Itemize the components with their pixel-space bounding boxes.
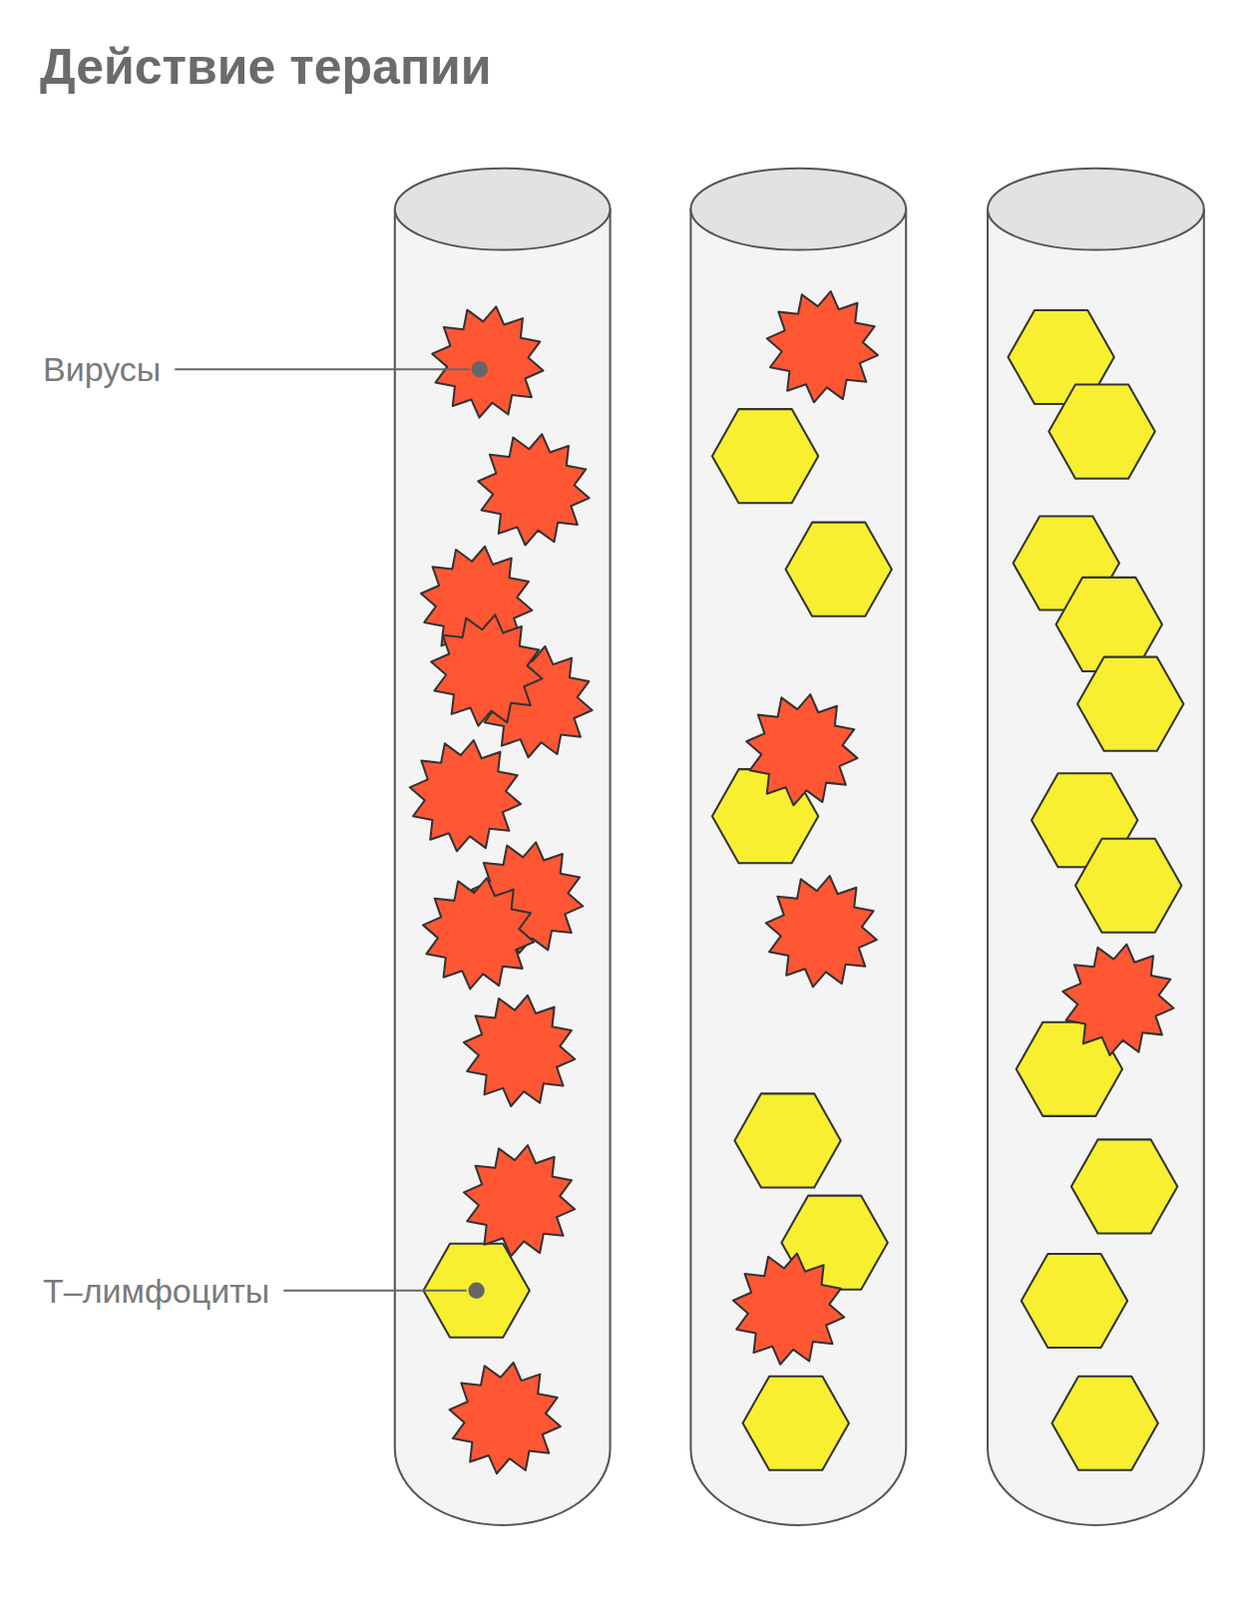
tube-opening xyxy=(395,168,611,251)
t-cell-hexagon xyxy=(1051,1376,1158,1471)
virus-star xyxy=(766,875,877,987)
virus-star xyxy=(463,1145,575,1257)
virus-star xyxy=(422,877,534,989)
callout-label: Вирусы xyxy=(42,349,161,390)
virus-star xyxy=(733,1254,844,1365)
t-cell-hexagon xyxy=(1071,1139,1178,1234)
tubes-group xyxy=(395,168,1205,1526)
virus-star xyxy=(767,291,878,403)
callout-label: Т–лимфоциты xyxy=(42,1270,270,1311)
leader-line xyxy=(174,368,469,371)
test-tube xyxy=(987,209,1205,1526)
pointer-dot xyxy=(467,1282,484,1299)
virus-star xyxy=(746,694,857,806)
virus-star xyxy=(477,433,589,545)
t-cell-hexagon xyxy=(786,522,892,617)
t-cell-hexagon xyxy=(734,1093,840,1188)
t-cell-hexagon xyxy=(1077,657,1184,752)
virus-star xyxy=(449,1362,561,1474)
t-cell-hexagon xyxy=(1021,1254,1128,1348)
virus-star xyxy=(463,995,575,1107)
t-cell-hexagon xyxy=(1075,838,1182,933)
t-cell-hexagon xyxy=(712,409,819,503)
test-tube xyxy=(690,209,906,1526)
tube-opening xyxy=(987,168,1205,251)
pointer-dot xyxy=(471,361,488,378)
leader-line xyxy=(283,1289,466,1292)
t-cell-hexagon xyxy=(743,1376,849,1471)
virus-star xyxy=(430,614,542,726)
test-tube xyxy=(395,209,611,1526)
title: Действие терапии xyxy=(39,37,492,96)
virus-star xyxy=(410,740,521,851)
tube-opening xyxy=(690,168,906,251)
virus-star xyxy=(1062,944,1174,1056)
virus-star xyxy=(431,306,543,418)
t-cell-hexagon xyxy=(1048,385,1155,479)
